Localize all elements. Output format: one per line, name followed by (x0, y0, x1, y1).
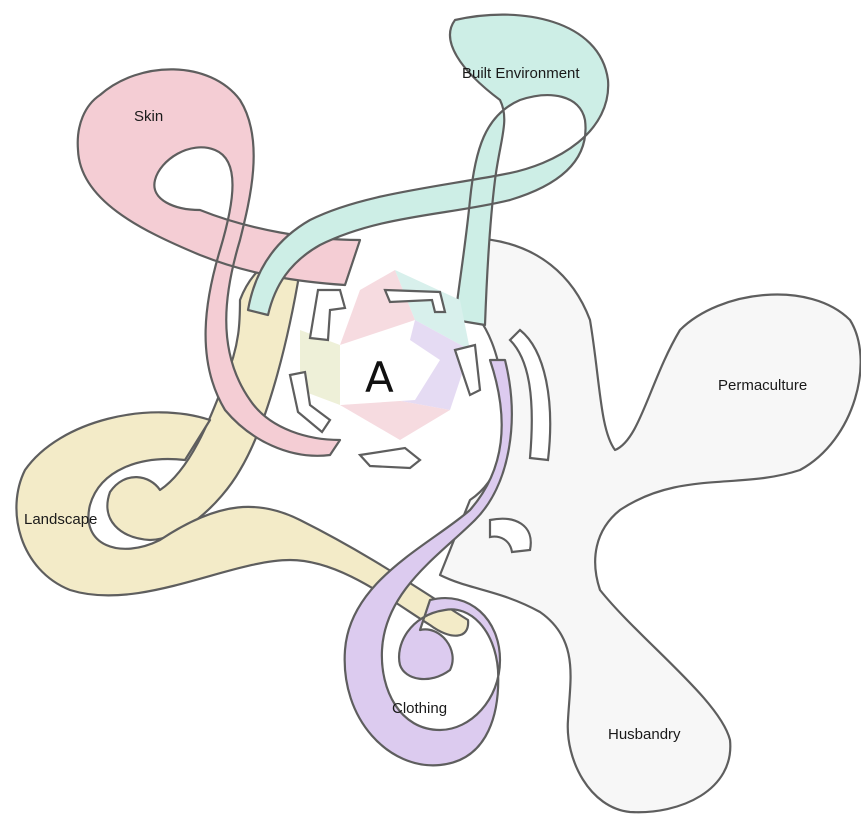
node-label-landscape: Landscape (24, 511, 97, 528)
node-label-husbandry: Husbandry (608, 726, 681, 743)
center-label: A (365, 353, 394, 402)
node-label-clothing: Clothing (392, 700, 447, 717)
node-label-permaculture: Permaculture (718, 377, 807, 394)
skin-band (78, 69, 360, 455)
notch-1 (310, 290, 345, 340)
notch-5 (360, 448, 420, 468)
node-label-skin: Skin (134, 108, 163, 125)
skin-shape (78, 69, 360, 455)
node-label-built-environment: Built Environment (462, 65, 580, 82)
